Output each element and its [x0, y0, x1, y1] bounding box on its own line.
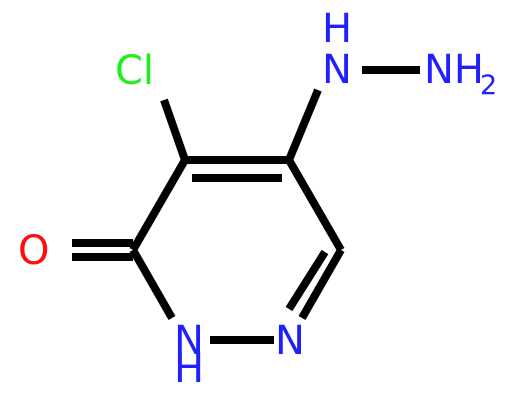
ring-bonds [129, 156, 345, 344]
oxygen-label: O [18, 228, 49, 274]
chlorine-label: Cl [115, 48, 154, 94]
ring-n2-label: N [174, 318, 204, 364]
bond-c5-c6 [285, 157, 345, 253]
hydrazine-nh-n-label: N [322, 47, 352, 93]
hydrazine-nh-h-label: H [322, 6, 352, 52]
substituent-bonds [72, 66, 420, 261]
hydrazine-nh2-label: NH [424, 47, 484, 93]
bond-n2-c3 [129, 248, 176, 320]
atom-labels: Cl O N N H N H NH 2 [18, 6, 497, 392]
ring-n2-h-label: H [174, 346, 204, 392]
bond-c4-cl [160, 98, 189, 162]
ring-n1-label: N [275, 318, 305, 364]
hydrazine-nh2-subscript: 2 [480, 70, 497, 101]
bond-c3-c4 [129, 157, 189, 253]
bond-c6-n1-inner [285, 249, 329, 312]
bond-c6-n1 [298, 248, 345, 320]
bond-c5-nh [285, 88, 322, 162]
